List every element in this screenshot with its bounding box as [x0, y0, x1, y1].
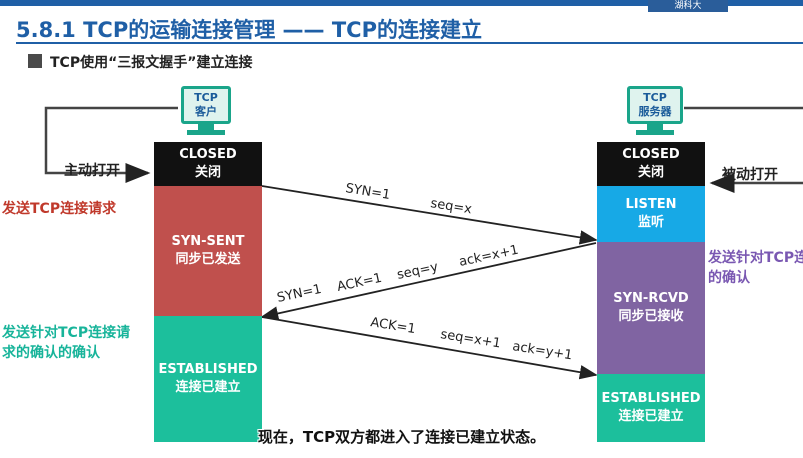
seg2-arrow	[260, 242, 597, 321]
server-state-syn-rcvd: SYN-RCVD 同步已接收	[597, 242, 705, 374]
server-listen-name: LISTEN	[625, 197, 677, 212]
page-title: 5.8.1 TCP的运输连接管理 —— TCP的连接建立	[16, 18, 482, 42]
seg3-ackflag: ACK=1	[369, 315, 416, 337]
client-state-syn-sent: SYN-SENT 同步已发送	[154, 186, 262, 316]
video-caption: 现在，TCP双方都进入了连接已建立状态。	[257, 428, 546, 446]
server-label-line2: 服务器	[638, 105, 672, 118]
seg1-syn: SYN=1	[344, 181, 391, 203]
client-computer-screen: TCP 客户	[181, 86, 231, 124]
server-state-established: ESTABLISHED 连接已建立	[597, 374, 705, 442]
seg1-seq: seq=x	[429, 196, 473, 217]
title-divider	[16, 42, 803, 44]
server-listen-cn: 监听	[637, 215, 664, 230]
server-computer-screen: TCP 服务器	[627, 86, 683, 124]
client-label-line2: 客户	[195, 105, 217, 118]
client-established-name: ESTABLISHED	[158, 362, 258, 377]
server-open-path	[684, 106, 803, 183]
server-computer-base	[636, 130, 674, 135]
annotation-send-request: 发送TCP连接请求	[2, 201, 117, 217]
annotation-server-ack-line2: 的确认	[708, 270, 750, 286]
server-passive-open-label: 被动打开	[722, 167, 778, 183]
server-established-name: ESTABLISHED	[601, 391, 701, 406]
seg1-arrow	[261, 185, 598, 245]
client-state-established: ESTABLISHED 连接已建立	[154, 316, 262, 442]
top-bar	[0, 0, 803, 6]
client-closed-name: CLOSED	[179, 147, 237, 162]
client-active-open-label: 主动打开	[64, 163, 120, 179]
server-synrcvd-cn: 同步已接收	[618, 309, 684, 324]
seg3-ack: ack=y+1	[511, 339, 573, 363]
annotation-client-ack-line1: 发送针对TCP连接请	[2, 325, 131, 341]
seg3-seq: seq=x+1	[439, 327, 501, 351]
server-computer-neck	[647, 124, 663, 130]
server-state-closed: CLOSED 关闭	[597, 142, 705, 186]
server-established-cn: 连接已建立	[618, 409, 684, 424]
client-state-closed: CLOSED 关闭	[154, 142, 262, 186]
client-synsent-cn: 同步已发送	[175, 252, 241, 267]
annotation-client-ack-line2: 求的确认的确认	[2, 345, 100, 361]
client-computer-neck	[198, 124, 214, 130]
server-closed-name: CLOSED	[622, 147, 680, 162]
server-label-line1: TCP	[643, 91, 667, 104]
server-state-listen: LISTEN 监听	[597, 186, 705, 242]
client-label-line1: TCP	[194, 91, 218, 104]
seg3-arrow	[261, 316, 598, 380]
corner-logo: 湖科大	[648, 0, 728, 12]
server-closed-cn: 关闭	[637, 165, 664, 180]
bullet-square-icon	[28, 54, 42, 68]
client-open-path	[44, 106, 178, 183]
client-computer-base	[187, 130, 225, 135]
section-subtitle: TCP使用“三报文握手”建立连接	[50, 55, 253, 71]
server-synrcvd-name: SYN-RCVD	[613, 291, 689, 306]
client-established-cn: 连接已建立	[175, 380, 241, 395]
annotation-server-ack-line1: 发送针对TCP连	[708, 250, 803, 266]
seg2-syn: SYN=1	[276, 282, 323, 306]
client-synsent-name: SYN-SENT	[171, 234, 245, 249]
client-closed-cn: 关闭	[194, 165, 221, 180]
